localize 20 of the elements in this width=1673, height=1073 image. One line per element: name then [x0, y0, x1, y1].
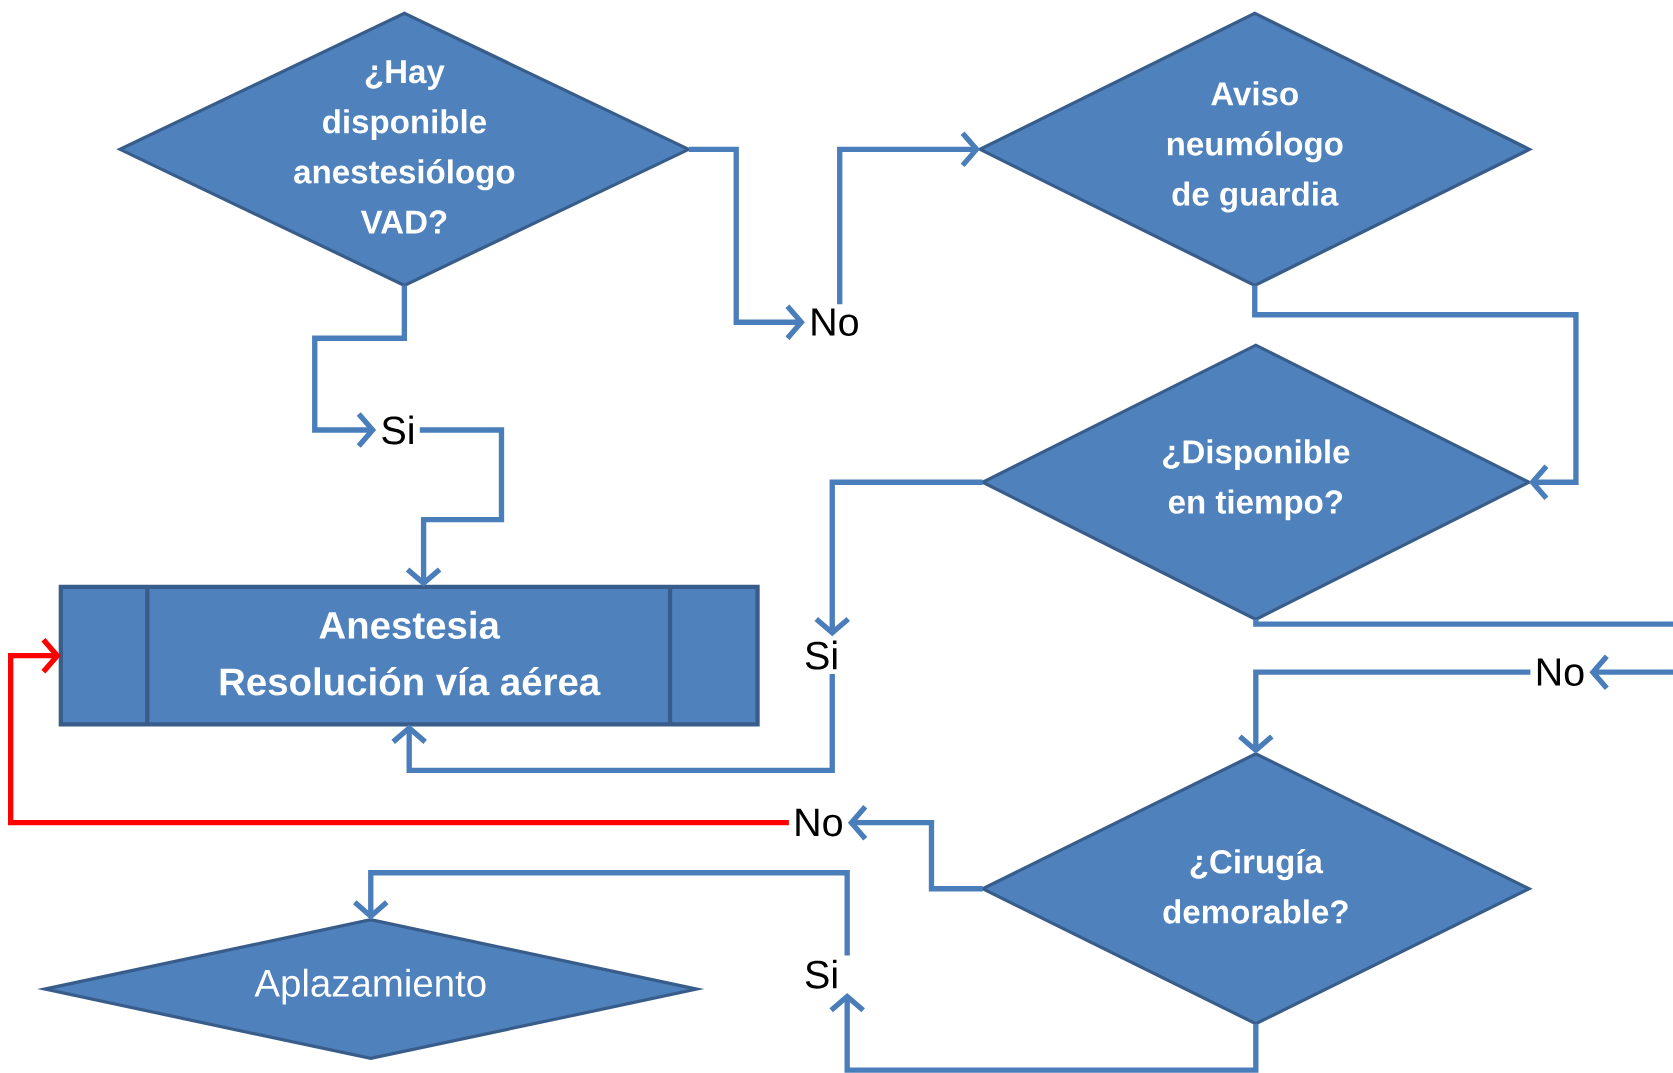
branch-label: No	[796, 808, 842, 837]
arrow	[837, 131, 981, 304]
arrow	[1238, 669, 1531, 754]
branch-label: Si	[805, 959, 837, 989]
process-box: Anestesia Resolución vía aérea	[58, 584, 760, 727]
arrow	[391, 673, 835, 773]
arrow	[312, 285, 408, 448]
arrow	[1252, 285, 1579, 500]
branch-label: Si	[805, 640, 837, 670]
arrow	[814, 479, 983, 637]
arrow	[405, 427, 505, 587]
branch-label: No	[812, 308, 858, 336]
arrow	[353, 869, 850, 956]
arrow	[688, 146, 805, 340]
branch-label: Si	[382, 415, 413, 445]
arrow	[1253, 618, 1673, 690]
arrow	[8, 637, 789, 826]
arrow	[829, 992, 1259, 1073]
branch-label: No	[1537, 658, 1584, 686]
arrow	[847, 804, 983, 892]
